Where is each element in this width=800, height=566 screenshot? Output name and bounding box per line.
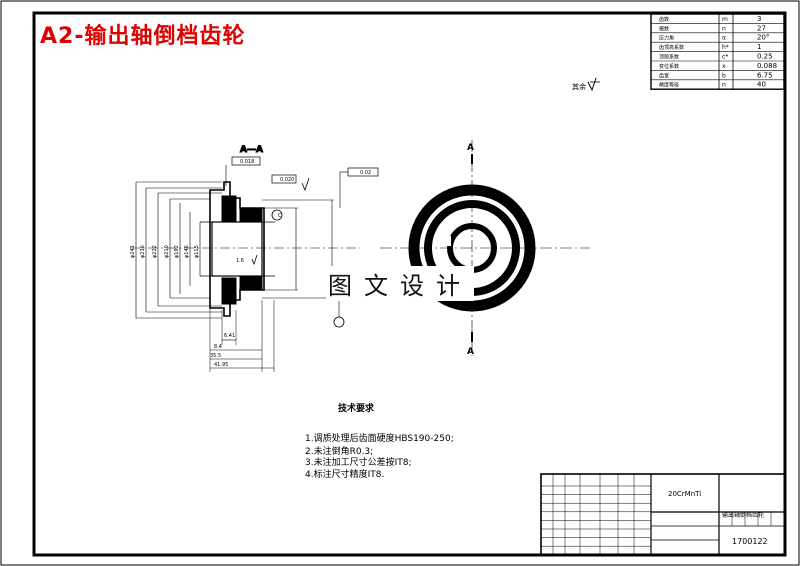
- param-sym-4: c*: [722, 54, 728, 61]
- dimension-label: C: [278, 213, 282, 219]
- param-sym-0: m: [722, 16, 728, 23]
- dimension-label: φ210: [164, 245, 170, 258]
- param-name-4: 顶隙系数: [659, 54, 679, 61]
- tolerance-value: 0.02: [360, 170, 371, 176]
- param-val-7: 40: [757, 81, 766, 89]
- tolerance-value: 0.018: [240, 159, 254, 165]
- param-val-4: 0.25: [757, 53, 773, 61]
- param-sym-5: x: [722, 63, 726, 70]
- watermark-text: 图文设计: [326, 266, 474, 301]
- param-val-0: 3: [757, 15, 761, 23]
- param-sym-3: h*: [722, 44, 729, 51]
- param-val-5: 0.088: [757, 62, 777, 70]
- tech-req-item-3: 3.未注加工尺寸公差按IT8;: [305, 456, 412, 468]
- dimension-label: φ241: [130, 245, 136, 258]
- dimension-label: φ146: [184, 245, 190, 258]
- param-name-0: 齿数: [659, 16, 669, 23]
- param-sym-1: n: [722, 25, 726, 32]
- roughness-note-text: 其余: [572, 82, 586, 91]
- dimension-label: φ192: [174, 245, 180, 258]
- material-label: 20CrMnTi: [668, 490, 701, 498]
- param-sym-7: n: [722, 82, 726, 89]
- view-label-top: A: [467, 143, 474, 153]
- technical-requirements: 技术要求 1.调质处理后齿面硬度HBS190-250; 2.未注倒角R0.3; …: [305, 402, 454, 480]
- dimension-label: φ236: [140, 245, 146, 258]
- param-name-6: 齿宽: [659, 72, 669, 79]
- part-name-label: 输出轴倒档齿轮: [722, 511, 764, 519]
- param-name-5: 变位系数: [659, 63, 679, 70]
- dimension-label: 8.4: [214, 344, 222, 350]
- section-label: A—A: [240, 145, 263, 155]
- param-val-6: 6.75: [757, 71, 773, 79]
- param-name-1: 模数: [659, 25, 669, 32]
- param-name-2: 压力角: [659, 35, 674, 42]
- param-val-1: 27: [757, 24, 766, 32]
- param-name-3: 齿顶高系数: [659, 44, 684, 51]
- tolerance-labels: 0.018 0.020 0.02: [240, 159, 371, 183]
- section-view: A—A: [130, 145, 379, 372]
- param-val-2: 20°: [757, 34, 769, 42]
- inner-border: [32, 11, 787, 557]
- dimension-label: 1.6: [236, 258, 244, 264]
- parameter-table: 齿数 m 3 模数 n 27 压力角 α 20° 齿顶高系数 h* 1 顶隙系数 c* 0.25 变位系数 x 0…: [650, 13, 785, 90]
- param-name-7: 精度等级: [659, 82, 679, 89]
- title-block: [540, 473, 786, 556]
- tolerance-value: 0.020: [280, 177, 294, 183]
- tech-req-item-1: 1.调质处理后齿面硬度HBS190-250;: [305, 432, 454, 444]
- dimension-label: 6.41: [224, 333, 235, 339]
- header-title: A2-输出轴倒档齿轮: [40, 24, 246, 49]
- param-sym-2: α: [722, 35, 726, 42]
- tech-req-item-2: 2.未注倒角R0.3;: [305, 445, 373, 457]
- view-label-bottom: A: [467, 347, 474, 357]
- dimension-label: φ115: [194, 245, 200, 258]
- roughness-note: 其余: [572, 77, 600, 92]
- tech-req-item-4: 4.标注尺寸精度IT8.: [305, 468, 384, 480]
- param-sym-6: b: [722, 72, 726, 79]
- tech-req-title: 技术要求: [338, 402, 375, 414]
- param-val-3: 1: [757, 43, 761, 51]
- drawing-number: 1700122: [732, 537, 768, 546]
- dimension-label: 41.95: [214, 362, 228, 368]
- dimension-label: 35.5: [210, 353, 221, 359]
- dimension-labels: φ241 φ236 φ222 φ210 φ192 φ146 φ115 6.418.4 35.5 4…: [130, 213, 282, 368]
- dimension-label: φ222: [152, 245, 158, 258]
